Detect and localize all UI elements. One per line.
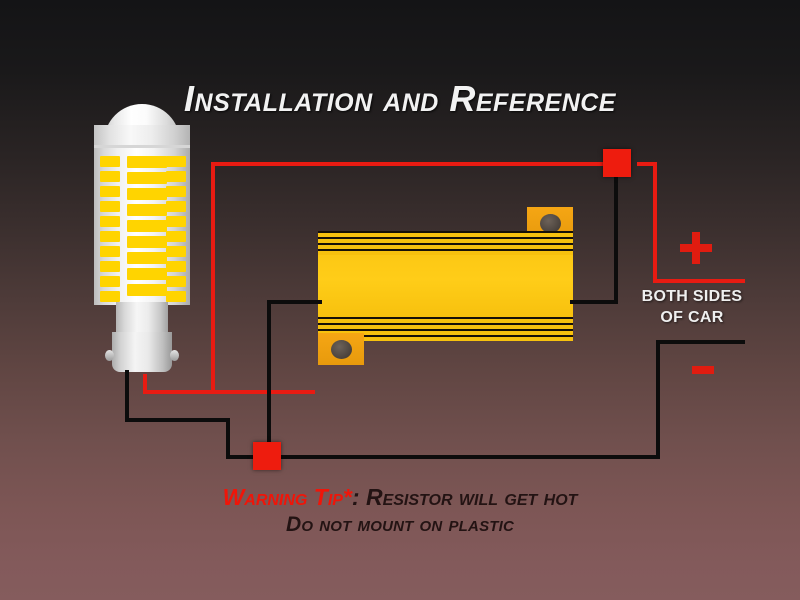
bulb-base <box>112 332 172 372</box>
warning-separator: : <box>351 484 366 510</box>
led-chip <box>100 261 120 272</box>
wire-negative-segment <box>570 300 618 304</box>
wire-positive-segment <box>637 162 657 166</box>
resistor-mounting-hole <box>540 214 561 233</box>
both-sides-line-1: BOTH SIDES <box>641 288 743 305</box>
led-column-left <box>100 156 120 302</box>
bulb-base-pin-left <box>105 350 114 361</box>
wire-negative-segment <box>267 300 271 458</box>
led-chip <box>100 201 120 212</box>
led-chip <box>100 276 120 287</box>
led-chip <box>100 291 120 302</box>
led-chip <box>166 156 186 167</box>
led-chip <box>100 171 120 182</box>
led-chip <box>127 156 167 168</box>
warning-highlight: Warning Tip* <box>222 484 352 510</box>
led-column-center <box>127 156 167 296</box>
polarity-plus-icon <box>680 232 712 264</box>
wire-negative-segment <box>226 418 230 458</box>
led-chip <box>100 216 120 227</box>
both-sides-line-2: OF CAR <box>660 309 724 326</box>
polarity-minus-icon <box>692 366 714 374</box>
resistor-body <box>318 255 573 317</box>
wire-positive-segment <box>211 162 215 392</box>
led-chip <box>100 186 120 197</box>
wire-positive-segment <box>143 390 315 394</box>
led-bulb <box>88 104 196 374</box>
wire-negative-segment <box>125 418 230 422</box>
page-title: Installation and Reference <box>184 78 616 119</box>
led-chip <box>127 268 167 280</box>
connector-top[interactable] <box>603 149 631 177</box>
led-chip <box>100 156 120 167</box>
bulb-base-pin-right <box>170 350 179 361</box>
led-chip <box>127 204 167 216</box>
led-chip <box>166 276 186 287</box>
led-chip <box>100 246 120 257</box>
resistor-mounting-tab-bottom-left <box>318 333 364 365</box>
led-chip <box>127 172 167 184</box>
led-chip <box>166 231 186 242</box>
warning-note: Warning Tip*: Resistor will get hot Do n… <box>0 484 800 538</box>
wire-negative-segment <box>125 370 129 420</box>
wire-negative-segment <box>226 455 266 459</box>
wire-negative-segment <box>614 168 618 302</box>
wire-positive-segment <box>211 162 615 166</box>
wire-positive-segment <box>143 374 147 392</box>
wire-positive-terminal <box>653 279 745 283</box>
load-resistor <box>318 207 573 365</box>
led-chip <box>127 252 167 264</box>
led-chip <box>166 291 186 302</box>
led-chip <box>127 220 167 232</box>
led-chip <box>166 216 186 227</box>
led-chip <box>166 171 186 182</box>
connector-bottom[interactable] <box>253 442 281 470</box>
warning-line-2: Do not mount on plastic <box>285 513 515 536</box>
led-chip <box>100 231 120 242</box>
warning-line-1: Resistor will get hot <box>365 484 578 510</box>
led-chip <box>127 284 167 296</box>
both-sides-of-car-label: BOTH SIDES OF CAR <box>628 286 756 328</box>
wire-negative-segment <box>267 300 322 304</box>
resistor-fins-top <box>318 231 573 255</box>
led-chip <box>127 188 167 200</box>
led-chip <box>127 236 167 248</box>
led-column-right <box>166 156 186 302</box>
led-chip <box>166 246 186 257</box>
led-chip <box>166 186 186 197</box>
led-chip <box>166 261 186 272</box>
wire-negative-segment <box>656 340 660 457</box>
resistor-mounting-hole <box>331 340 352 359</box>
wire-negative-terminal <box>656 340 745 344</box>
bulb-neck <box>116 302 168 334</box>
bulb-collar-line <box>94 145 190 148</box>
led-chip <box>166 201 186 212</box>
wire-negative-segment <box>280 455 660 459</box>
wire-positive-segment <box>653 162 657 282</box>
bulb-body <box>94 148 190 305</box>
